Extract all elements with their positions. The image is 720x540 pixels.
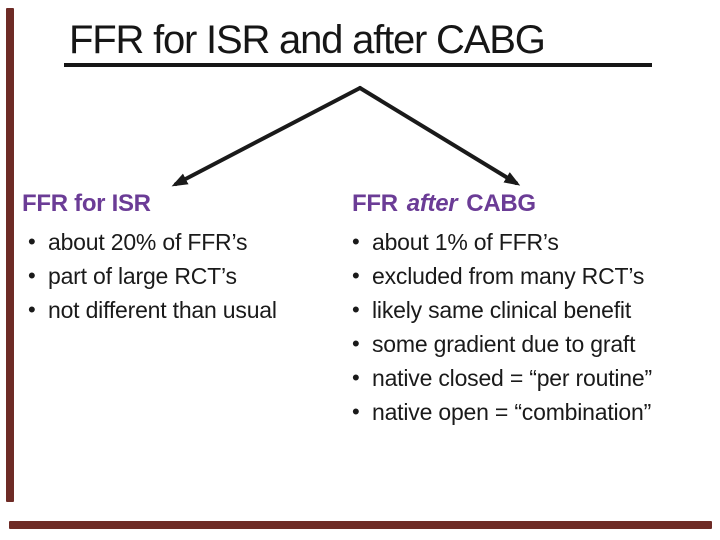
bullet-item: part of large RCT’s — [22, 259, 344, 293]
right-panel: FFR after CABG about 1% of FFR’sexcluded f… — [352, 189, 716, 429]
arrow-to-left-panel — [171, 86, 362, 187]
arrow-to-right-panel — [358, 86, 521, 186]
bullet-item: native open = “combination” — [352, 395, 716, 429]
left-panel: FFR for ISR about 20% of FFR’spart of la… — [22, 189, 344, 327]
right-heading-italic: after — [406, 190, 458, 217]
bullet-item: some gradient due to graft — [352, 327, 716, 361]
title-underline: FFR for ISR and after CABG — [64, 19, 652, 67]
bullet-item: about 20% of FFR’s — [22, 225, 344, 259]
right-panel-heading: FFR after CABG — [352, 189, 716, 219]
left-panel-bullet-list: about 20% of FFR’spart of large RCT’snot… — [22, 225, 344, 327]
right-heading-post: CABG — [466, 190, 536, 217]
frame-bottom-bar — [9, 521, 712, 529]
bullet-item: about 1% of FFR’s — [352, 225, 716, 259]
slide-title: FFR for ISR and after CABG — [69, 18, 546, 62]
right-heading-pre: FFR — [352, 190, 398, 217]
frame-left-bar — [6, 8, 14, 502]
left-panel-heading: FFR for ISR — [22, 190, 151, 217]
bullet-item: not different than usual — [22, 293, 344, 327]
right-panel-bullet-list: about 1% of FFR’sexcluded from many RCT’… — [352, 225, 716, 429]
bullet-item: native closed = “per routine” — [352, 361, 716, 395]
bullet-item: likely same clinical benefit — [352, 293, 716, 327]
bullet-item: excluded from many RCT’s — [352, 259, 716, 293]
